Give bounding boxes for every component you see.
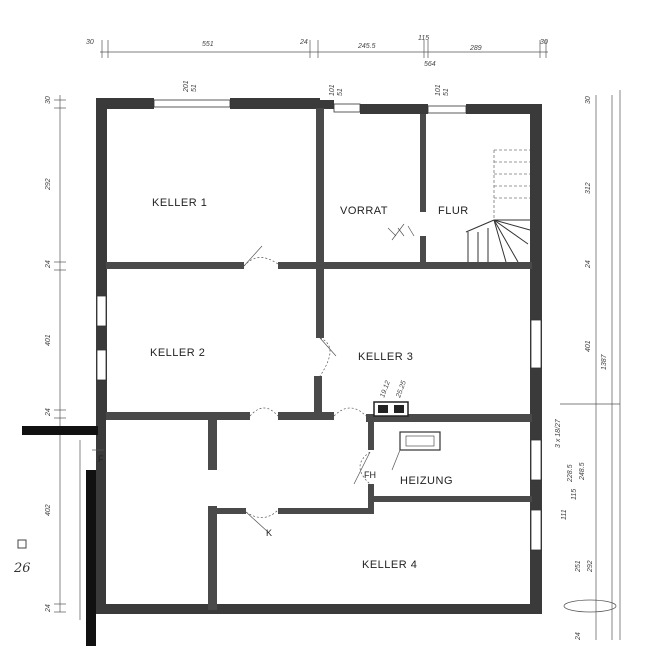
top-dim-2: 551 — [202, 41, 214, 48]
top-dim-4: 245.5 — [357, 43, 376, 50]
right-dim-5: 1387 — [601, 353, 608, 370]
room-keller-2: KELLER 2 — [150, 347, 205, 359]
room-labels: KELLER 1 VORRAT FLUR KELLER 2 KELLER 3 H… — [150, 197, 469, 571]
interior-walls — [106, 108, 532, 610]
room-keller-1: KELLER 1 — [152, 197, 207, 209]
window-vorrat — [333, 103, 361, 113]
opening-mark-3-top: 101 — [435, 84, 442, 96]
opening-mark-2-top: 101 — [329, 84, 336, 96]
right-dim-9: 248.5 — [579, 462, 586, 481]
left-dim-3: 24 — [45, 260, 52, 269]
room-flur: FLUR — [438, 205, 469, 217]
margin-note: 26 — [13, 539, 31, 576]
entrance-label-f: F — [98, 454, 104, 464]
window-keller2-left-2 — [96, 349, 107, 381]
right-dim-3: 24 — [585, 260, 592, 269]
hatch-ellipse — [563, 599, 617, 613]
room-keller-4: KELLER 4 — [362, 559, 417, 571]
top-dimension-line: 30 551 24 245.5 115 564 289 30 — [86, 35, 548, 68]
left-dim-7: 24 — [45, 604, 52, 613]
label-k: K — [266, 528, 272, 538]
room-keller-3: KELLER 3 — [358, 351, 413, 363]
right-dim-12: 292 — [587, 560, 594, 573]
windows — [96, 99, 542, 551]
left-dimension-line: 30 292 24 401 24 402 24 — [45, 95, 66, 613]
margin-note-text: 26 — [13, 561, 31, 576]
left-dim-6: 402 — [45, 504, 52, 516]
label-fh: FH — [364, 470, 376, 480]
right-dim-1: 30 — [585, 96, 592, 104]
opening-mark-2-bot: 51 — [337, 88, 344, 96]
opening-mark-3-bot: 51 — [443, 88, 450, 96]
door-keller2-keller3 — [319, 337, 337, 357]
stairs — [465, 149, 531, 263]
door-lower-left — [249, 407, 279, 417]
left-dim-2: 292 — [45, 178, 52, 191]
opening-mark-1-top: 201 — [183, 80, 190, 93]
door-heizung — [353, 451, 371, 485]
door-keller4 — [245, 511, 269, 533]
right-dim-13: 24 — [575, 632, 582, 641]
top-dim-8: 30 — [540, 39, 548, 46]
top-dim-1: 30 — [86, 39, 94, 46]
door-swings — [243, 223, 415, 533]
left-dim-5: 24 — [45, 408, 52, 417]
top-dim-5: 115 — [418, 35, 429, 42]
opening-marks: 201 51 101 51 101 51 — [183, 80, 450, 96]
top-dim-7: 289 — [469, 45, 482, 52]
window-flur — [427, 105, 467, 114]
boiler — [391, 431, 441, 471]
right-dim-11: 251 — [575, 560, 582, 573]
top-dim-6: 564 — [424, 61, 436, 68]
window-keller4-right — [530, 509, 542, 551]
window-keller1 — [153, 99, 231, 108]
right-dim-10: 111 — [561, 509, 568, 520]
left-dim-4: 401 — [45, 334, 52, 346]
left-dim-1: 30 — [45, 96, 52, 104]
top-dim-3: 24 — [299, 39, 308, 46]
chimney: 19.12 25.25 — [373, 380, 409, 417]
right-dim-4: 401 — [585, 340, 592, 352]
window-keller3-right — [530, 319, 542, 369]
chimney-dim-2: 25.25 — [395, 380, 408, 400]
right-dim-7: 228.5 — [567, 464, 574, 483]
right-dim-8: 115 — [571, 489, 578, 500]
right-dim-2: 312 — [585, 182, 592, 194]
exterior-entrance-wall: F — [22, 426, 104, 646]
right-dim-6: 3 x 18/27 — [555, 418, 562, 448]
door-vorrat — [391, 223, 405, 241]
window-keller2-left — [96, 295, 107, 327]
room-vorrat: VORRAT — [340, 205, 388, 217]
right-dimension-lines: 30 312 24 401 1387 3 x 18/27 228.5 115 2… — [555, 95, 620, 641]
door-keller1 — [243, 245, 263, 267]
room-heizung: HEIZUNG — [400, 475, 453, 487]
opening-mark-1-bot: 51 — [191, 84, 198, 92]
window-heizung-right — [530, 439, 542, 481]
chimney-dim-1: 19.12 — [379, 380, 392, 399]
